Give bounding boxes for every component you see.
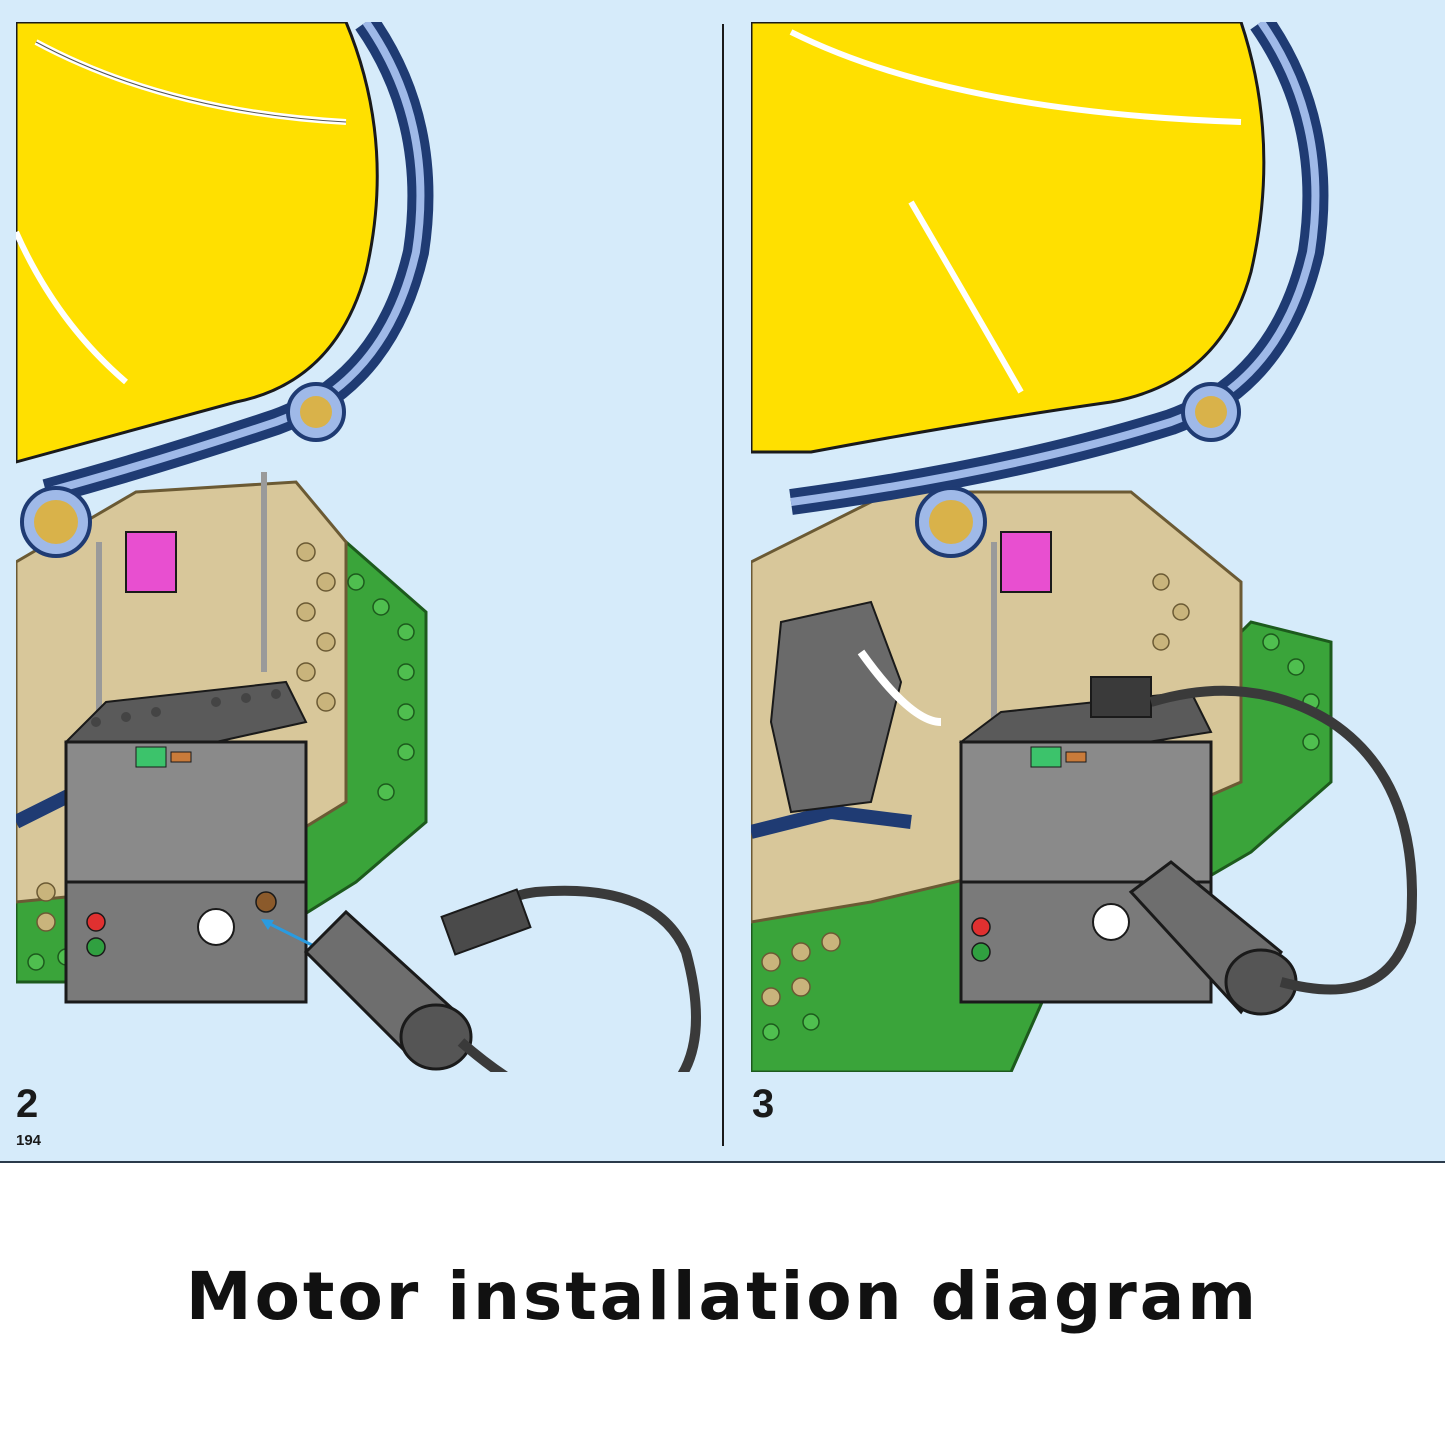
instruction-sheet: 2 194 3 — [0, 0, 1445, 1163]
step-number-2: 2 — [16, 1082, 39, 1126]
step-2-illustration — [16, 22, 706, 1072]
step-3-illustration — [751, 22, 1431, 1072]
step-number-3: 3 — [752, 1082, 775, 1126]
page-number: 194 — [16, 1132, 42, 1149]
panel-divider — [722, 24, 724, 1146]
caption-title: Motor installation diagram — [185, 1258, 1260, 1335]
sheet-bottom-border — [0, 1161, 1445, 1163]
